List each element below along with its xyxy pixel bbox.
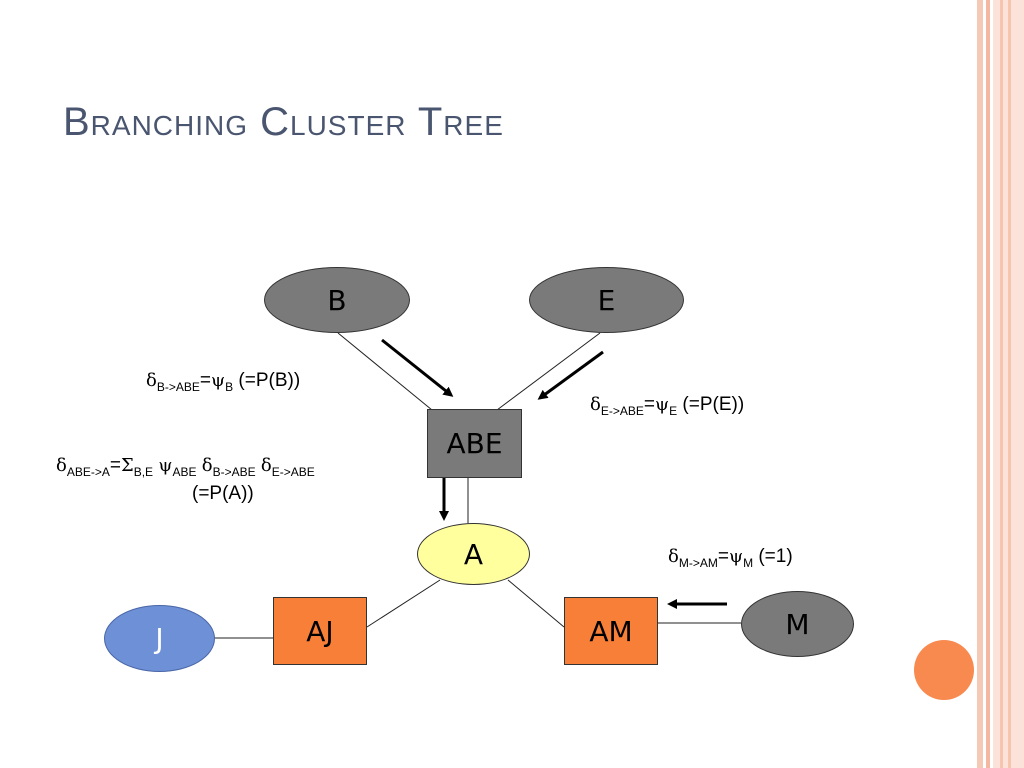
- edge-e-abe: [496, 332, 601, 411]
- decor-stripe: [1008, 0, 1011, 768]
- node-m: M: [741, 591, 854, 657]
- edge-b-abe: [337, 332, 433, 411]
- label-abe-to-a-value: (=P(A)): [192, 483, 254, 504]
- decor-stripe: [986, 0, 990, 768]
- arrow-e-abe: [537, 350, 604, 400]
- arrow-b-abe: [381, 338, 454, 397]
- decor-stripe: [1000, 0, 1003, 768]
- node-j: J: [104, 605, 215, 672]
- decor-stripe: [977, 0, 983, 768]
- label-m-to-am: δM->AM=ψM (=1): [668, 546, 793, 570]
- edge-a-aj: [366, 579, 441, 628]
- label-abe-to-a: δABE->A=ΣB,E ψABE δB->ABE δE->ABE: [56, 455, 315, 479]
- node-b: B: [264, 267, 410, 333]
- node-abe: ABE: [427, 409, 522, 478]
- slide-title: Branching Cluster Tree: [63, 100, 504, 144]
- label-e-to-abe: δE->ABE=ψE (=P(E)): [590, 394, 745, 418]
- node-a: A: [417, 523, 530, 585]
- edge-a-am: [507, 579, 565, 628]
- node-e: E: [529, 267, 684, 333]
- decor-circle: [914, 640, 974, 700]
- node-aj: AJ: [273, 597, 367, 665]
- node-am: AM: [564, 597, 658, 665]
- label-b-to-abe: δB->ABE=ψB (=P(B)): [146, 370, 301, 394]
